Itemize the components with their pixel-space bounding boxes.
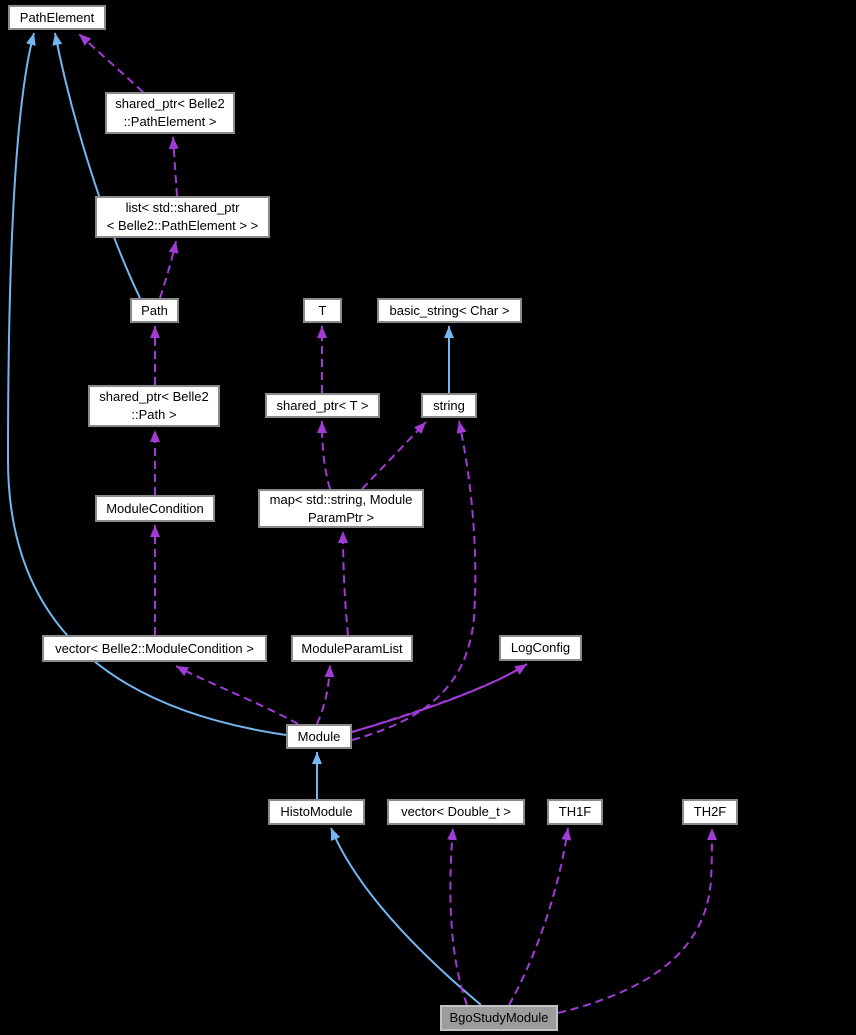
node-basic-string-char[interactable]: basic_string< Char > [377, 298, 522, 323]
node-th1f[interactable]: TH1F [547, 799, 603, 825]
edge-path-inherits-pathelement [52, 32, 141, 299]
node-th2f[interactable]: TH2F [682, 799, 738, 825]
node-module[interactable]: Module [286, 724, 352, 749]
node-shared-ptr-path[interactable]: shared_ptr< Belle2 ::Path > [88, 385, 220, 427]
edge-path-uses-list [159, 240, 179, 299]
edge-bgostudymodule-uses-th1f [508, 827, 572, 1006]
edge-module-uses-string [351, 420, 477, 741]
node-map-string-moduleparamptr[interactable]: map< std::string, Module ParamPtr > [258, 489, 424, 528]
node-string[interactable]: string [421, 393, 477, 418]
edge-module-inherits-pathelement [6, 32, 287, 736]
node-vector-modulecondition[interactable]: vector< Belle2::ModuleCondition > [42, 635, 267, 662]
edge-bgostudymodule-inherits-histomodule [330, 827, 482, 1006]
edge-module-uses-logconfig [351, 663, 528, 733]
node-histomodule[interactable]: HistoModule [268, 799, 365, 825]
node-shared-ptr-t[interactable]: shared_ptr< T > [265, 393, 380, 418]
edge-module-uses-moduleparamlist [316, 664, 335, 725]
node-modulecondition[interactable]: ModuleCondition [95, 495, 215, 522]
node-vector-double-t[interactable]: vector< Double_t > [387, 799, 525, 825]
edge-bgostudymodule-uses-vector-double-t [447, 827, 468, 1006]
edge-bgostudymodule-uses-th2f [557, 827, 717, 1014]
edge-list-uses-sharedptr-pathelement [168, 136, 179, 197]
edge-moduleparamlist-uses-map [338, 530, 349, 636]
node-bgostudymodule[interactable]: BgoStudyModule [440, 1005, 558, 1031]
edge-sharedptr-pathelement-uses-pathelement [78, 33, 144, 93]
node-pathelement[interactable]: PathElement [8, 5, 106, 30]
edge-map-uses-string [361, 421, 427, 490]
edge-map-uses-sharedptr-t [317, 420, 331, 490]
node-t[interactable]: T [303, 298, 342, 323]
edge-module-uses-logconfig-arrow [351, 663, 528, 733]
node-shared-ptr-pathelement[interactable]: shared_ptr< Belle2 ::PathElement > [105, 92, 235, 134]
node-moduleparamlist[interactable]: ModuleParamList [291, 635, 413, 662]
node-path[interactable]: Path [130, 298, 179, 323]
node-logconfig[interactable]: LogConfig [499, 635, 582, 661]
edge-module-uses-vector-modulecondition [175, 665, 299, 725]
node-list-shared-ptr-pathelement[interactable]: list< std::shared_ptr < Belle2::PathElem… [95, 196, 270, 238]
